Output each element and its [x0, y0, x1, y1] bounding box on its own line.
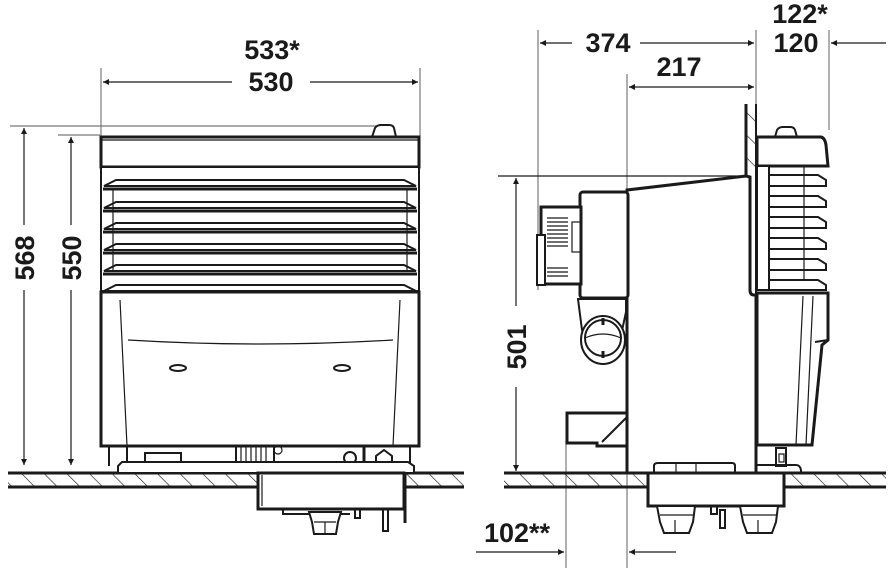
heater-side — [536, 126, 830, 534]
floor-offset-label: 102** — [484, 518, 551, 548]
air-intake — [536, 205, 583, 286]
depth-dimension: 374 — [540, 28, 754, 58]
flue-outlet-left — [655, 505, 697, 534]
height-outer-dimension: 568 — [10, 128, 40, 465]
flue-height-label: 501 — [502, 324, 532, 369]
side-louvres — [768, 166, 827, 291]
flue-elbow — [576, 298, 627, 365]
side-view: 374 217 122* 120 501 102** — [476, 0, 886, 568]
wall-offset-outer-label: 122* — [772, 0, 828, 29]
flue-height-dimension: 501 — [502, 178, 532, 471]
front-view: 533* 530 568 550 — [8, 35, 464, 535]
height-dimension: 550 — [57, 137, 87, 465]
heater-front — [99, 124, 421, 535]
height-outer-label: 568 — [10, 235, 40, 280]
wall-offset-label: 120 — [773, 28, 818, 58]
width-outer-label: 533* — [244, 35, 300, 65]
depth-label: 374 — [585, 28, 630, 58]
wall-offset-dimension: 122* 120 — [772, 0, 886, 58]
flue-outlet-right — [738, 505, 780, 534]
depth-inner-label: 217 — [656, 52, 701, 82]
floor-offset-dimension: 102** — [476, 518, 676, 555]
depth-inner-dimension: 217 — [629, 52, 754, 90]
height-label: 550 — [57, 235, 87, 280]
width-label: 530 — [248, 67, 293, 97]
width-dimension: 533* 530 — [103, 35, 418, 97]
